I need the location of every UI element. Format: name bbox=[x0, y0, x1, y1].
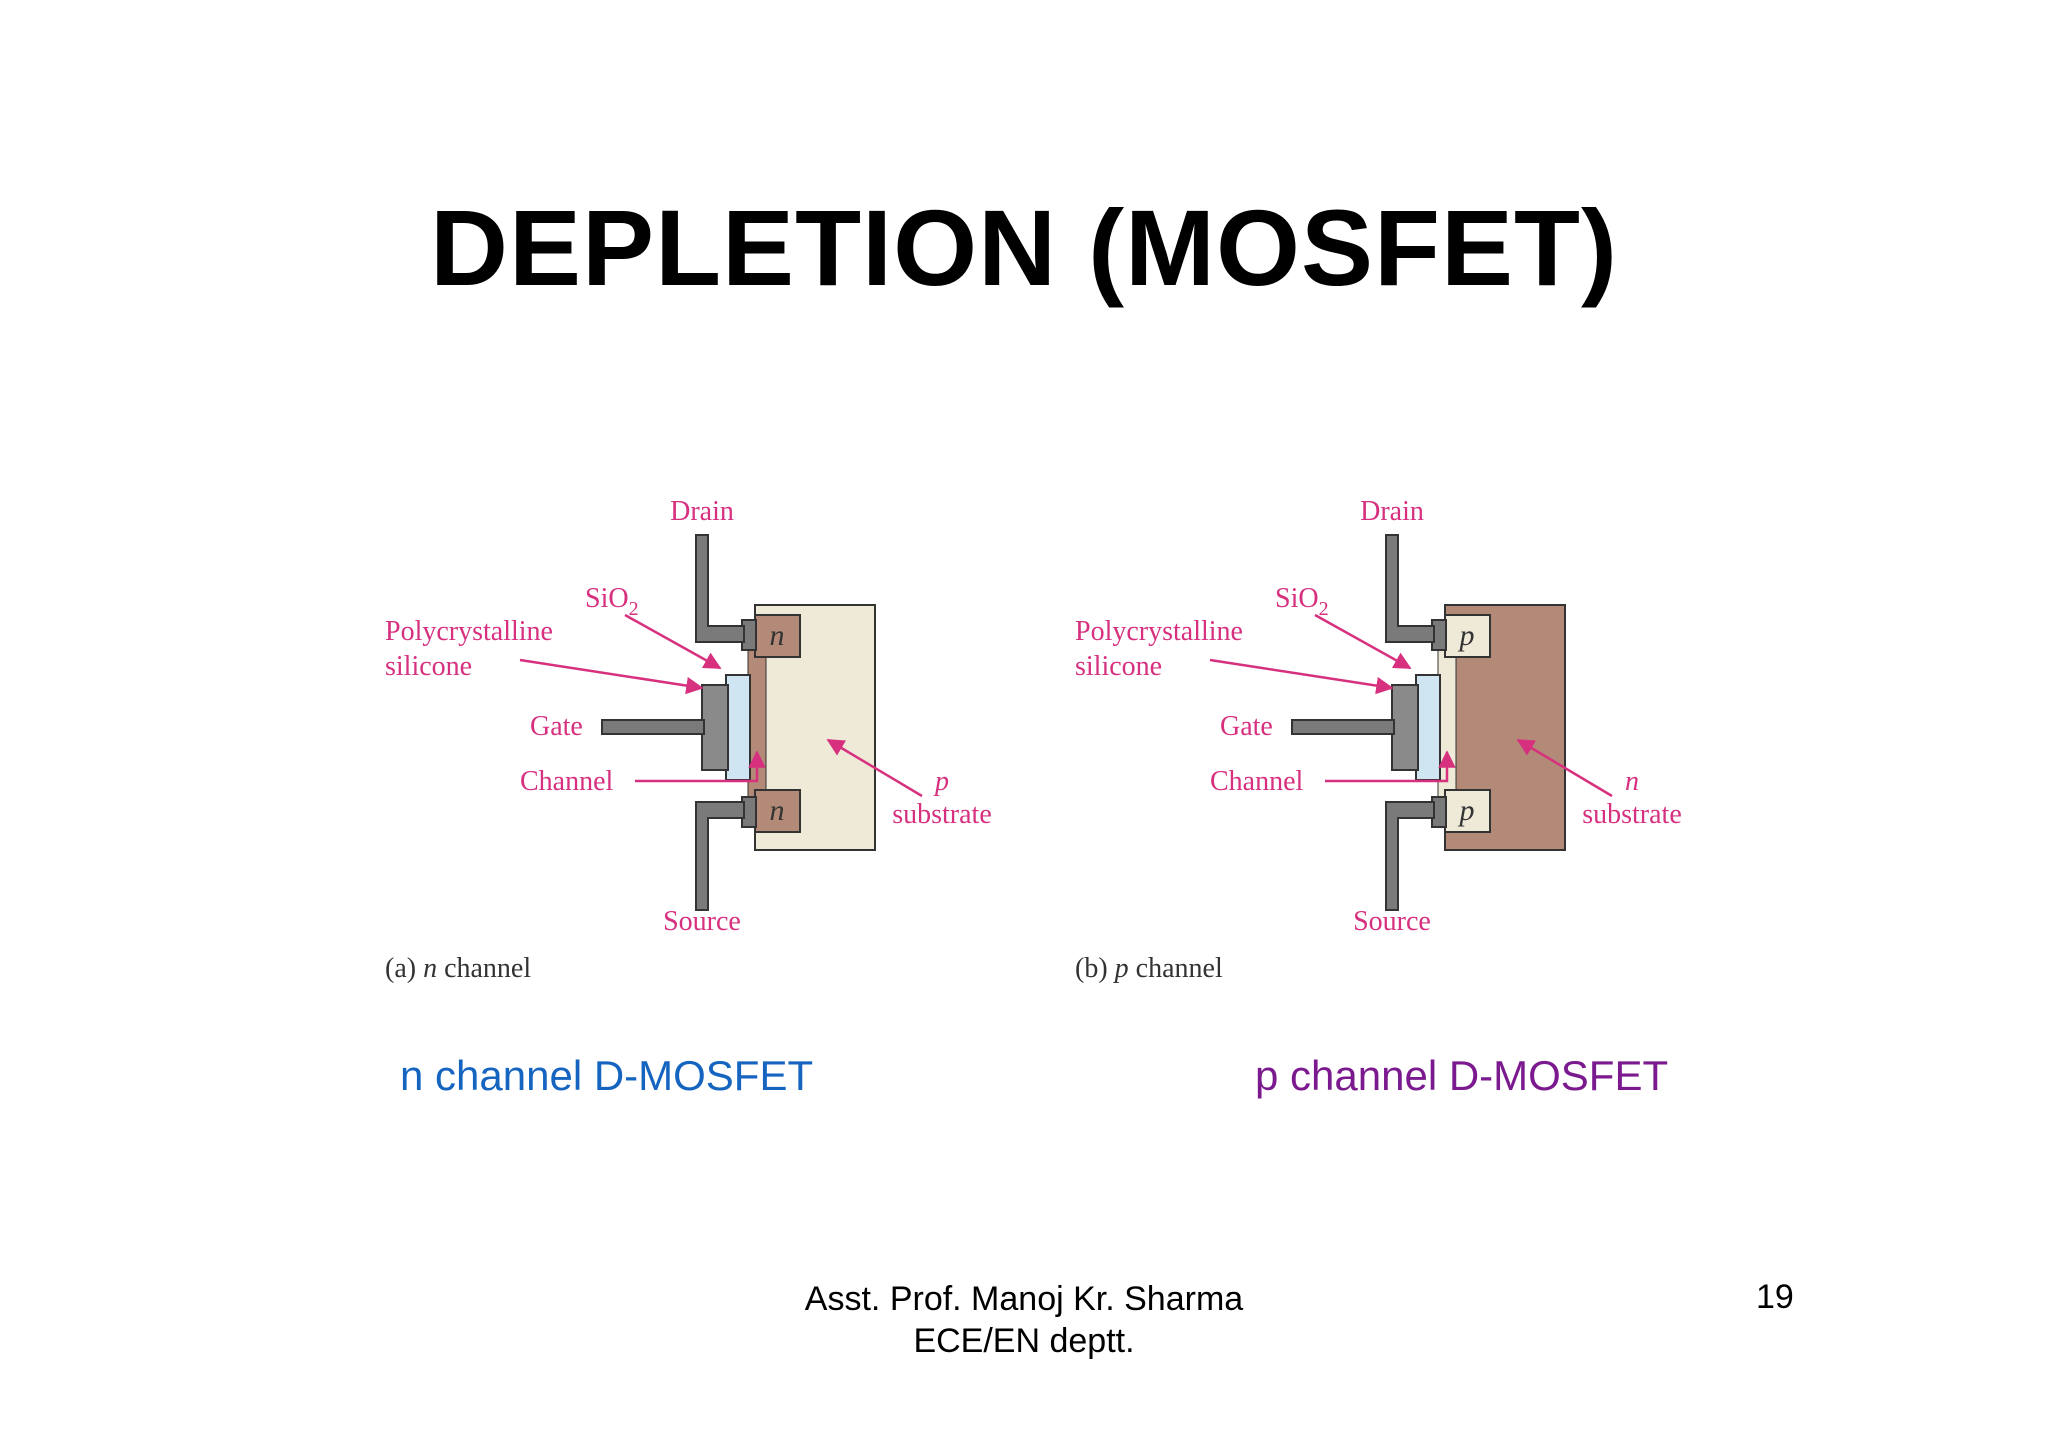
source-label: Source bbox=[663, 906, 741, 937]
source-lead bbox=[1385, 801, 1435, 911]
gate-lead bbox=[1291, 719, 1395, 735]
gate-label: Gate bbox=[530, 711, 583, 742]
sio2-layer bbox=[725, 674, 751, 781]
substrate-label: substrate bbox=[892, 799, 992, 830]
p-channel-diagram: p p Drain Source SiO2 Polycrystalline si… bbox=[1075, 496, 1682, 984]
poly-label-line2: silicone bbox=[1075, 651, 1162, 682]
subfigure-caption: (a) n channel bbox=[385, 953, 531, 984]
page-number: 19 bbox=[1756, 1278, 1794, 1316]
polysilicon-gate bbox=[701, 684, 729, 771]
poly-label-line2: silicone bbox=[385, 651, 472, 682]
polysilicon-gate bbox=[1391, 684, 1419, 771]
substrate-label: substrate bbox=[1582, 799, 1682, 830]
sio2-label: SiO2 bbox=[585, 583, 639, 620]
sio2-label: SiO2 bbox=[1275, 583, 1329, 620]
poly-label-line1: Polycrystalline bbox=[1075, 616, 1243, 647]
drain-label: Drain bbox=[1360, 496, 1424, 527]
n-region-top bbox=[754, 614, 801, 658]
substrate-type-label: n bbox=[1625, 766, 1639, 797]
gate-label: Gate bbox=[1220, 711, 1273, 742]
substrate-type-label: p bbox=[933, 766, 949, 797]
p-region-top bbox=[1444, 614, 1491, 658]
footer-line-2: ECE/EN deptt. bbox=[913, 1322, 1135, 1360]
poly-label-line1: Polycrystalline bbox=[385, 616, 553, 647]
n-region-bottom-label: n bbox=[770, 794, 785, 827]
channel-label: Channel bbox=[520, 766, 614, 797]
n-channel-diagram: n n Drain Source SiO2 Polycrystalline si… bbox=[385, 496, 992, 984]
drain-label: Drain bbox=[670, 496, 734, 527]
drain-lead bbox=[1385, 534, 1435, 643]
channel-label: Channel bbox=[1210, 766, 1304, 797]
drain-lead bbox=[695, 534, 745, 643]
source-label: Source bbox=[1353, 906, 1431, 937]
footer-author: Asst. Prof. Manoj Kr. Sharma ECE/EN dept… bbox=[0, 1278, 2048, 1362]
gate-lead bbox=[601, 719, 705, 735]
p-region-bottom-label: p bbox=[1458, 794, 1475, 827]
slide-title: DEPLETION (MOSFET) bbox=[430, 187, 1618, 308]
source-lead bbox=[695, 801, 745, 911]
p-region-top-label: p bbox=[1458, 619, 1475, 652]
p-channel-caption: p channel D-MOSFET bbox=[1255, 1052, 1669, 1099]
sio2-layer bbox=[1415, 674, 1441, 781]
n-region-top-label: n bbox=[770, 619, 785, 652]
footer-line-1: Asst. Prof. Manoj Kr. Sharma bbox=[804, 1280, 1244, 1318]
n-channel-caption: n channel D-MOSFET bbox=[400, 1052, 814, 1099]
subfigure-caption: (b) p channel bbox=[1075, 953, 1223, 984]
